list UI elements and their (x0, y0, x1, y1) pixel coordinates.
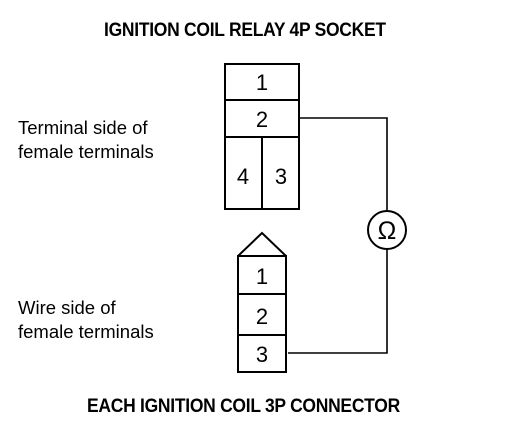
connector-outline (237, 255, 287, 373)
connector-title: EACH IGNITION COIL 3P CONNECTOR (87, 396, 400, 417)
lead-connector-terminal-3 (288, 249, 388, 354)
ignition-coil-3p-connector (237, 231, 287, 373)
terminal-side-label-line2: female terminals (18, 141, 154, 162)
wire-side-label-line1: Wire side of (18, 297, 116, 318)
connector-key-point (237, 231, 287, 257)
socket-terminal-1: 1 (256, 70, 268, 95)
socket-terminal-4: 4 (237, 164, 249, 189)
wire-side-label: Wire side of female terminals (18, 296, 154, 344)
relay-4p-socket (224, 63, 300, 210)
socket-terminal-2: 2 (256, 107, 268, 132)
socket-title: IGNITION COIL RELAY 4P SOCKET (104, 20, 386, 41)
lead-socket-terminal-2 (299, 117, 388, 211)
ohmmeter-icon: Ω (367, 210, 407, 250)
ohm-symbol: Ω (378, 217, 397, 245)
connector-terminal-2: 2 (256, 304, 268, 329)
terminal-side-label: Terminal side of female terminals (18, 116, 154, 164)
wire-side-label-line2: female terminals (18, 321, 154, 342)
socket-terminal-3: 3 (275, 164, 287, 189)
connector-terminal-3: 3 (256, 342, 268, 367)
connector-terminal-1: 1 (256, 264, 268, 289)
test-leads (288, 117, 388, 354)
terminal-side-label-line1: Terminal side of (18, 117, 148, 138)
